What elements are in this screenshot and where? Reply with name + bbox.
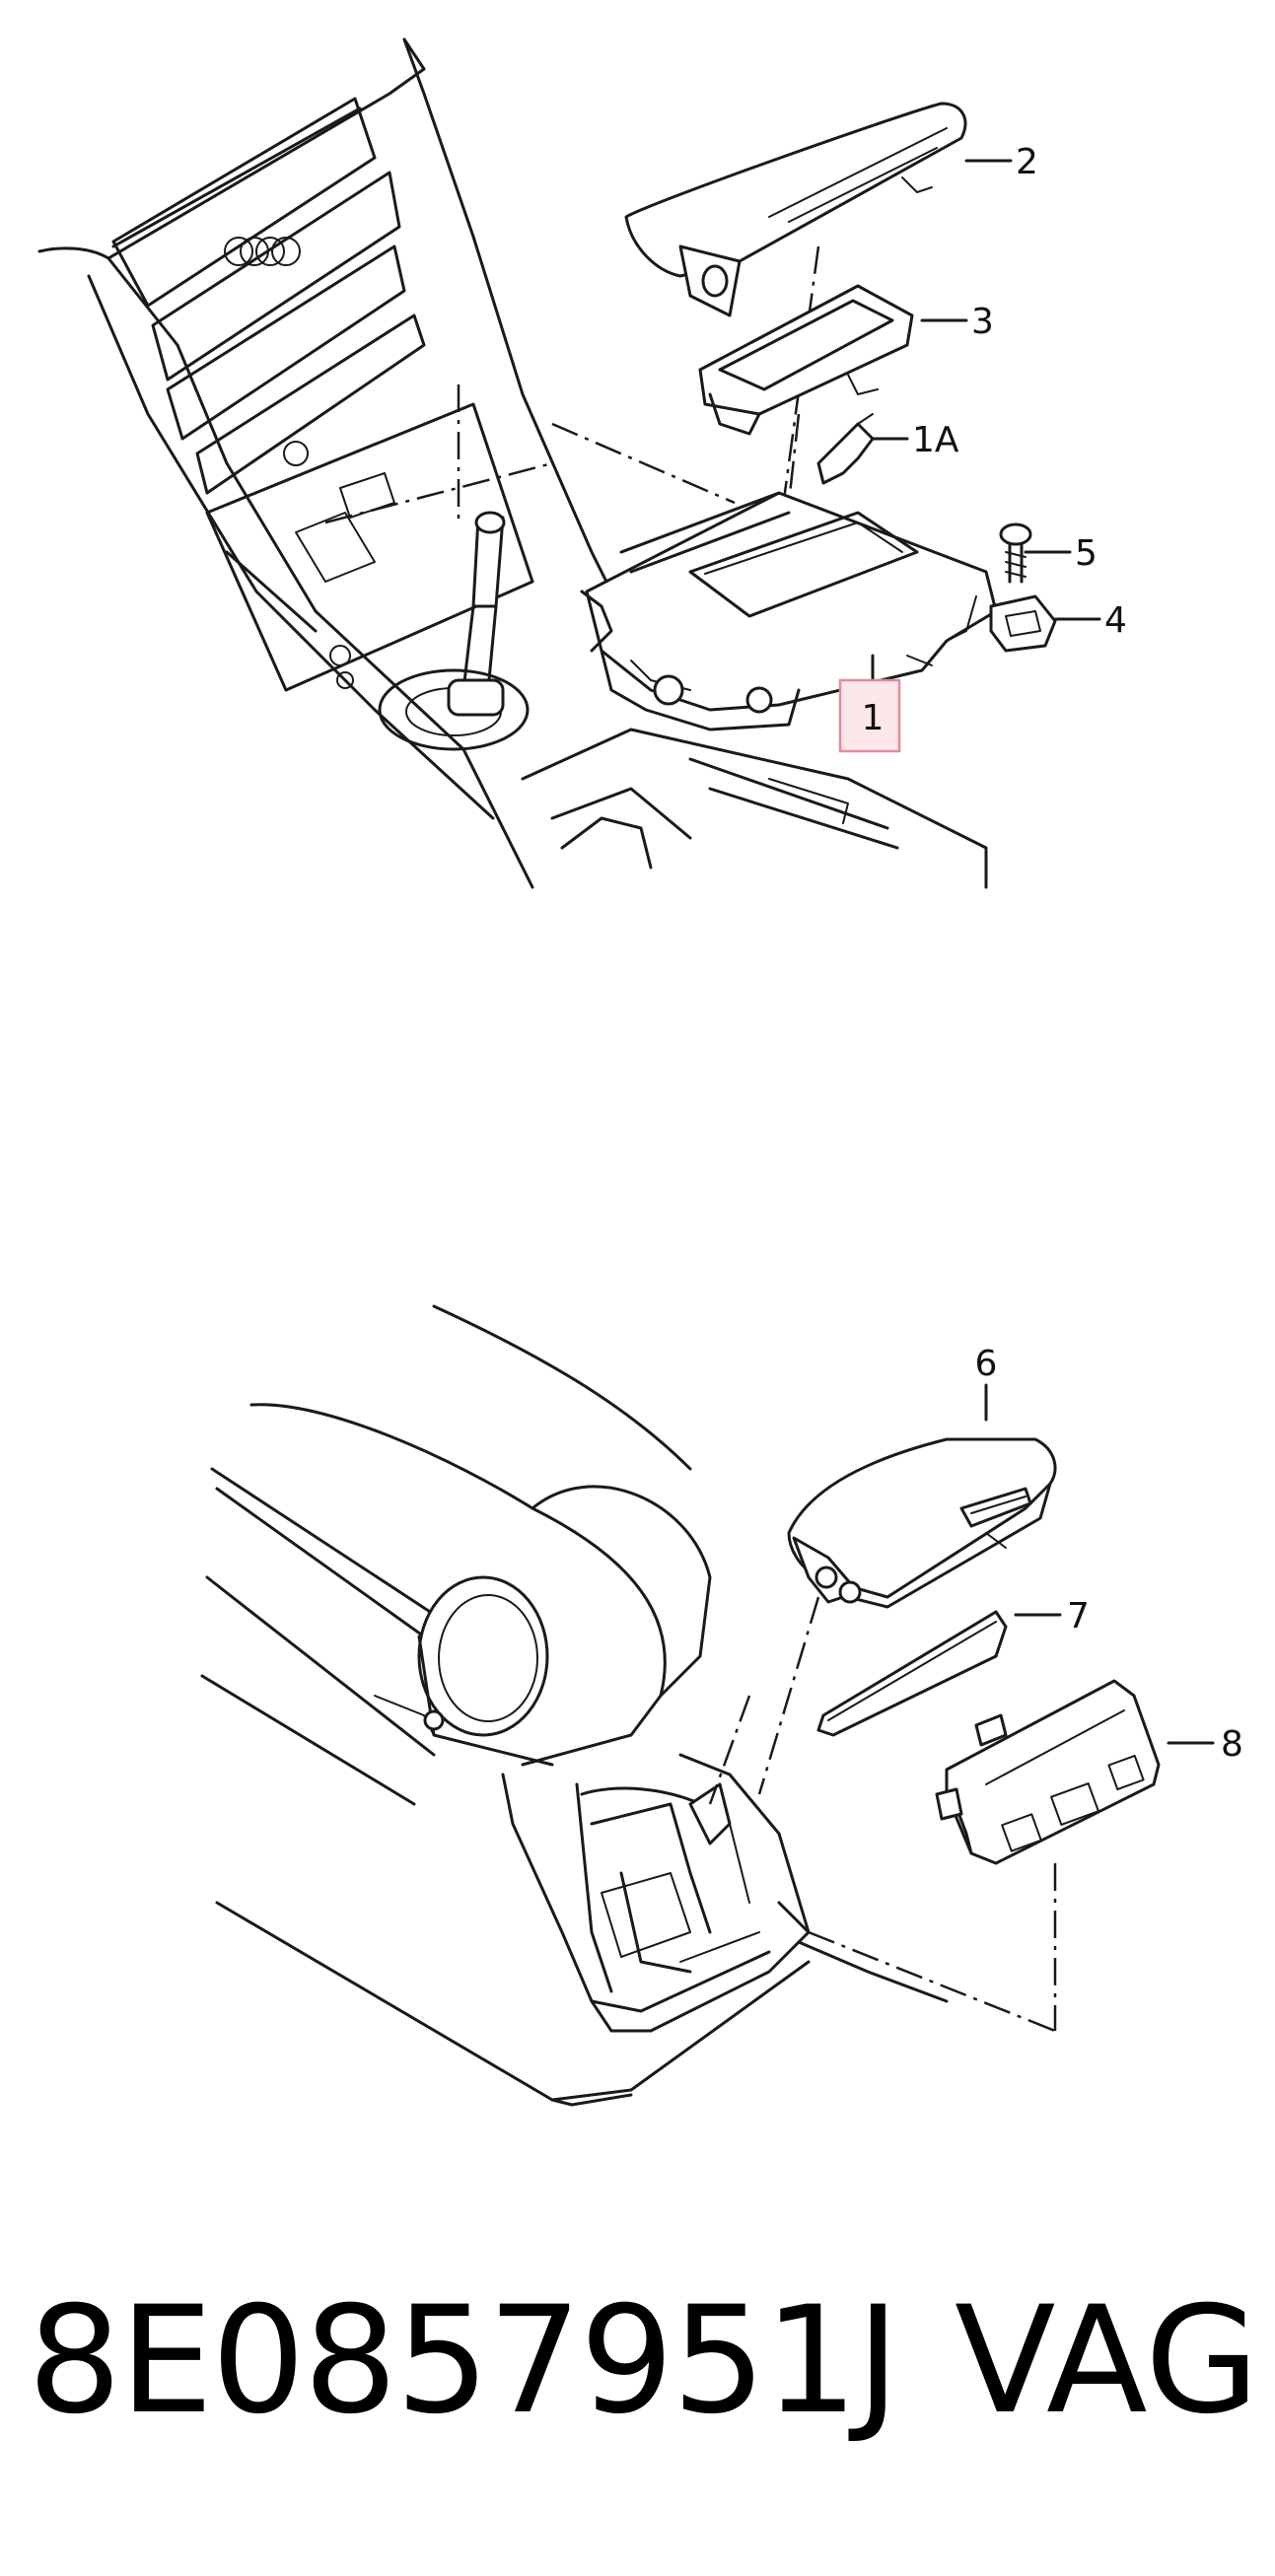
part-8-switch-panel (935, 1679, 1161, 1865)
part-1-tray-housing (580, 491, 998, 731)
part-number: 8E0857951J (28, 2275, 899, 2447)
part-7-trim-strip (816, 1610, 1008, 1737)
callout-7: 7 (1067, 1596, 1090, 1636)
part-6-armrest-lid (787, 1437, 1057, 1609)
armrest-console-bottom (200, 1304, 949, 2107)
callout-4: 4 (1104, 600, 1127, 641)
part-2-lid (624, 102, 967, 317)
part-1a-clip (816, 413, 875, 485)
callout-2: 2 (1016, 142, 1038, 182)
callout-8: 8 (1221, 1724, 1243, 1765)
callout-1: 1 (862, 698, 885, 738)
part-5-screw (999, 522, 1032, 584)
callout-1-highlight (838, 678, 901, 753)
callout-3: 3 (971, 302, 994, 342)
center-console-top (37, 37, 988, 889)
callout-6: 6 (975, 1344, 998, 1384)
four-rings-logo (224, 237, 301, 266)
callout-1a: 1A (912, 420, 959, 460)
callout-5: 5 (1075, 533, 1098, 574)
part-3-insert-tray (698, 284, 914, 436)
part-4-nut-clip (989, 594, 1057, 653)
brand-label: VAG (955, 2275, 1260, 2447)
